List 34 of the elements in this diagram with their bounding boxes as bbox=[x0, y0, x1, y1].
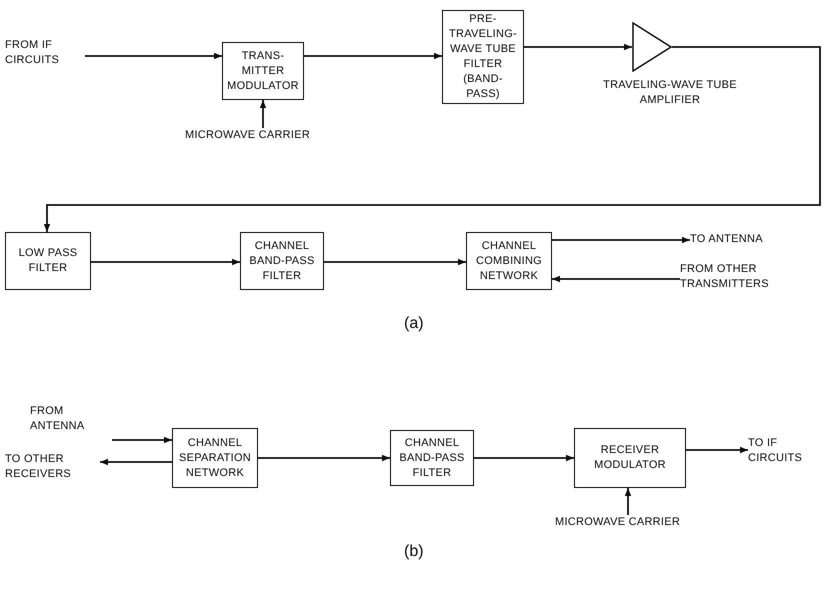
signal-label: FROM IF CIRCUITS bbox=[5, 38, 85, 74]
amplifier-label: TRAVELING-WAVE TUBE AMPLIFIER bbox=[602, 78, 738, 108]
block-box: CHANNEL BAND-PASS FILTER bbox=[240, 232, 324, 290]
signal-label: MICROWAVE CARRIER bbox=[555, 515, 705, 531]
arrow bbox=[44, 46, 821, 232]
block-box: PRE- TRAVELING- WAVE TUBE FILTER (BAND-PASS) bbox=[442, 10, 524, 104]
signal-label: TO ANTENNA bbox=[690, 232, 800, 248]
arrow bbox=[304, 52, 442, 60]
signal-label: FROM OTHER TRANSMITTERS bbox=[680, 262, 825, 294]
arrow bbox=[112, 436, 172, 444]
signal-label: TO IF CIRCUITS bbox=[748, 436, 826, 470]
arrow bbox=[91, 258, 240, 266]
arrow bbox=[324, 258, 466, 266]
figure-part-label: (b) bbox=[404, 542, 424, 562]
signal-label: FROM ANTENNA bbox=[30, 404, 112, 444]
block-box: TRANS- MITTER MODULATOR bbox=[222, 42, 304, 100]
arrow bbox=[552, 276, 680, 282]
block-box: CHANNEL BAND-PASS FILTER bbox=[390, 430, 474, 486]
arrow bbox=[100, 458, 172, 466]
figure-part-label: (a) bbox=[404, 314, 424, 334]
block-box: CHANNEL COMBINING NETWORK bbox=[466, 232, 552, 290]
arrow bbox=[624, 488, 632, 515]
arrow bbox=[474, 454, 574, 462]
signal-label: TO OTHER RECEIVERS bbox=[5, 452, 100, 486]
block-box: LOW PASS FILTER bbox=[5, 232, 91, 290]
arrow bbox=[524, 44, 632, 50]
signal-label: MICROWAVE CARRIER bbox=[185, 128, 345, 144]
arrow bbox=[85, 52, 222, 60]
block-box: CHANNEL SEPARATION NETWORK bbox=[172, 428, 258, 488]
arrow bbox=[686, 446, 748, 454]
arrow bbox=[260, 100, 266, 128]
block-box: RECEIVER MODULATOR bbox=[574, 428, 686, 488]
arrow bbox=[552, 236, 690, 244]
arrow bbox=[258, 454, 390, 462]
